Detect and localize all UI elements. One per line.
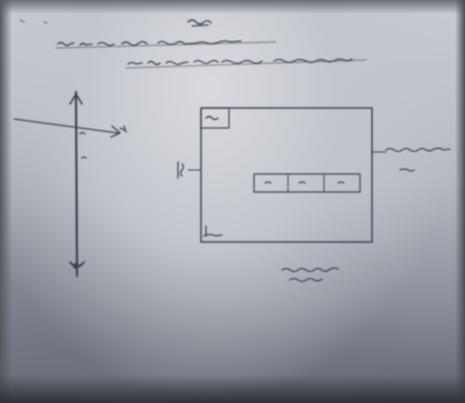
left-side-label bbox=[177, 161, 202, 179]
vertical-axis bbox=[69, 90, 85, 278]
horizontal-cross-line bbox=[13, 118, 127, 159]
handwritten-line-2 bbox=[125, 58, 367, 69]
margin-marks bbox=[19, 19, 48, 24]
main-rectangle bbox=[200, 107, 373, 243]
paper-shadow-bottom bbox=[0, 375, 465, 403]
bottom-caption bbox=[281, 267, 339, 283]
right-side-label bbox=[371, 147, 451, 172]
handwritten-line-1 bbox=[55, 40, 277, 49]
paper-shadow-top bbox=[0, 0, 465, 14]
handwritten-heading bbox=[187, 19, 212, 27]
paper-shadow-left bbox=[0, 0, 12, 403]
paper-shadow-right bbox=[455, 0, 465, 403]
